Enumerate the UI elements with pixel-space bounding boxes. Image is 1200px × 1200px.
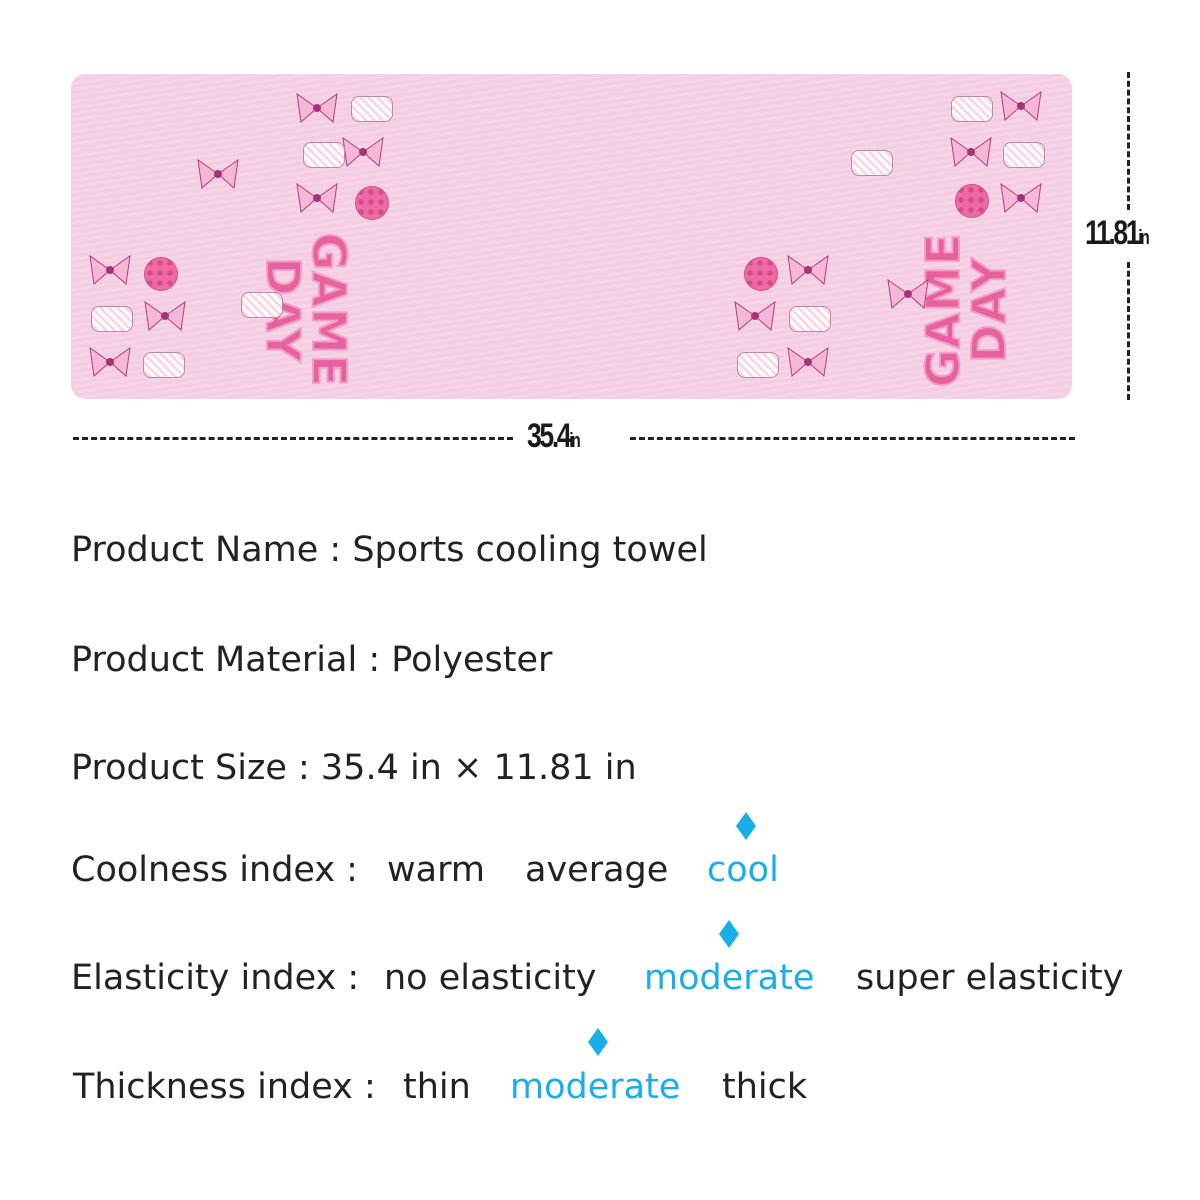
water-bottle-icon [143, 352, 185, 378]
bow-icon [296, 92, 338, 123]
bow-icon [197, 158, 239, 189]
water-bottle-icon [351, 96, 393, 122]
thickness-label: Thickness index : [73, 1067, 376, 1107]
pickleball-icon [744, 257, 778, 291]
bow-icon [1000, 90, 1042, 121]
bow-icon [950, 136, 992, 167]
product-size: Product Size : 35.4 in × 11.81 in [71, 748, 637, 788]
thickness-option-thick: thick [722, 1067, 808, 1107]
elasticity-label: Elasticity index : [71, 958, 360, 998]
logo-line1: GAME [301, 232, 357, 389]
thickness-option-moderate: moderate [510, 1067, 681, 1107]
width-dash-line [73, 437, 513, 440]
coolness-label: Coolness index : [71, 850, 358, 890]
product-name: Product Name : Sports cooling towel [71, 530, 708, 570]
selected-diamond-icon [736, 812, 756, 840]
water-bottle-icon [91, 306, 133, 332]
pickleball-icon [955, 184, 989, 218]
bow-icon [296, 182, 338, 213]
water-bottle-icon [851, 150, 893, 176]
height-dash-line [1127, 262, 1130, 400]
height-dash-line [1127, 72, 1130, 210]
water-bottle-icon [241, 292, 283, 318]
bow-icon [89, 254, 131, 285]
pickleball-icon [355, 186, 389, 220]
selected-diamond-icon [588, 1028, 608, 1056]
width-label: 35.4in [527, 417, 581, 455]
bow-icon [787, 254, 829, 285]
product-material: Product Material : Polyester [71, 640, 553, 680]
elasticity-option-none: no elasticity [384, 958, 597, 998]
coolness-option-warm: warm [387, 850, 485, 890]
width-dash-line [630, 437, 1075, 440]
water-bottle-icon [789, 306, 831, 332]
bow-icon [1000, 182, 1042, 213]
bow-icon [89, 346, 131, 377]
coolness-option-cool: cool [707, 850, 779, 890]
bow-icon [144, 300, 186, 331]
water-bottle-icon [951, 96, 993, 122]
height-label: 11.81in [1085, 214, 1150, 252]
logo-line2: DAY [961, 256, 1017, 364]
elasticity-option-moderate: moderate [644, 958, 815, 998]
bow-icon [887, 278, 929, 309]
coolness-option-average: average [525, 850, 669, 890]
water-bottle-icon [303, 142, 345, 168]
water-bottle-icon [1003, 142, 1045, 168]
bow-icon [342, 136, 384, 167]
water-bottle-icon [737, 352, 779, 378]
elasticity-option-super: super elasticity [856, 958, 1124, 998]
selected-diamond-icon [719, 920, 739, 948]
bow-icon [734, 300, 776, 331]
thickness-option-thin: thin [403, 1067, 471, 1107]
pickleball-icon [144, 257, 178, 291]
bow-icon [787, 346, 829, 377]
